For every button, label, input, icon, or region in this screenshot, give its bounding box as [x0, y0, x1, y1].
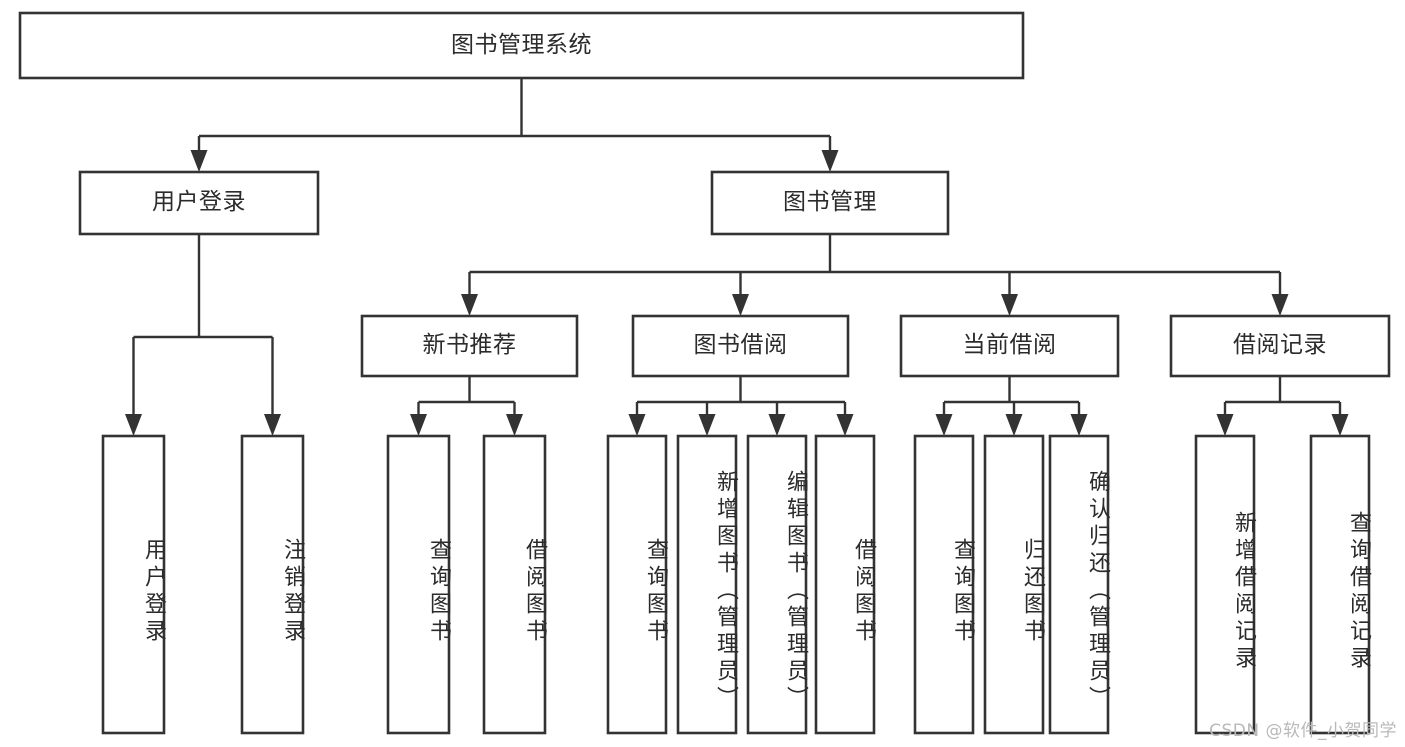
- node-box-current-borrow: [899, 314, 1120, 378]
- node-box-leaf-logout: [240, 434, 305, 735]
- arrow-head-leaf-confirm-return: [1070, 414, 1088, 436]
- node-box-leaf-add-book: [676, 434, 738, 735]
- arrow-head-leaf-logout: [264, 414, 281, 436]
- arrow-head-leaf-query-book-new: [410, 414, 427, 436]
- node-box-borrow-record: [1169, 314, 1391, 378]
- arrow-head-book-borrow: [732, 294, 749, 316]
- arrow-head-leaf-user-login: [125, 414, 142, 436]
- node-box-book-borrow: [631, 314, 850, 378]
- node-box-leaf-borrow-book-new: [482, 434, 547, 735]
- node-box-leaf-return-book: [983, 434, 1045, 735]
- arrow-head-user-login: [190, 150, 208, 172]
- node-box-leaf-user-login: [101, 434, 166, 735]
- arrow-head-leaf-add-borrow-record: [1216, 414, 1234, 436]
- node-box-leaf-query-book-borrow: [606, 434, 668, 735]
- node-box-root: [18, 11, 1025, 80]
- node-box-new-book-recommend: [360, 314, 579, 378]
- node-box-leaf-confirm-return: [1048, 434, 1110, 735]
- arrow-head-leaf-add-book: [698, 414, 716, 436]
- edges-layer: [125, 78, 1349, 436]
- arrow-head-book-management: [821, 150, 839, 172]
- arrow-head-leaf-query-book-current: [935, 414, 953, 436]
- boxes-layer: [18, 11, 1391, 735]
- arrow-head-leaf-borrow-book-new: [506, 414, 523, 436]
- node-box-leaf-edit-book: [746, 434, 808, 735]
- arrow-head-leaf-query-book-borrow: [628, 414, 646, 436]
- arrow-head-leaf-edit-book: [768, 414, 786, 436]
- arrow-head-leaf-return-book: [1005, 414, 1023, 436]
- node-box-leaf-query-book-current: [913, 434, 975, 735]
- arrow-head-leaf-query-borrow-record: [1331, 414, 1349, 436]
- arrow-head-leaf-borrow-book: [836, 414, 854, 436]
- watermark-text: CSDN @软件_小贺同学: [1209, 721, 1397, 741]
- arrow-head-borrow-record: [1271, 294, 1289, 316]
- node-box-leaf-query-borrow-record: [1309, 434, 1371, 735]
- arrow-head-new-book-recommend: [461, 294, 478, 316]
- node-box-book-management: [710, 170, 950, 236]
- node-box-leaf-add-borrow-record: [1194, 434, 1256, 735]
- node-box-leaf-query-book-new: [386, 434, 451, 735]
- arrow-head-current-borrow: [1001, 294, 1018, 316]
- node-box-user-login: [78, 170, 320, 236]
- node-box-leaf-borrow-book: [814, 434, 876, 735]
